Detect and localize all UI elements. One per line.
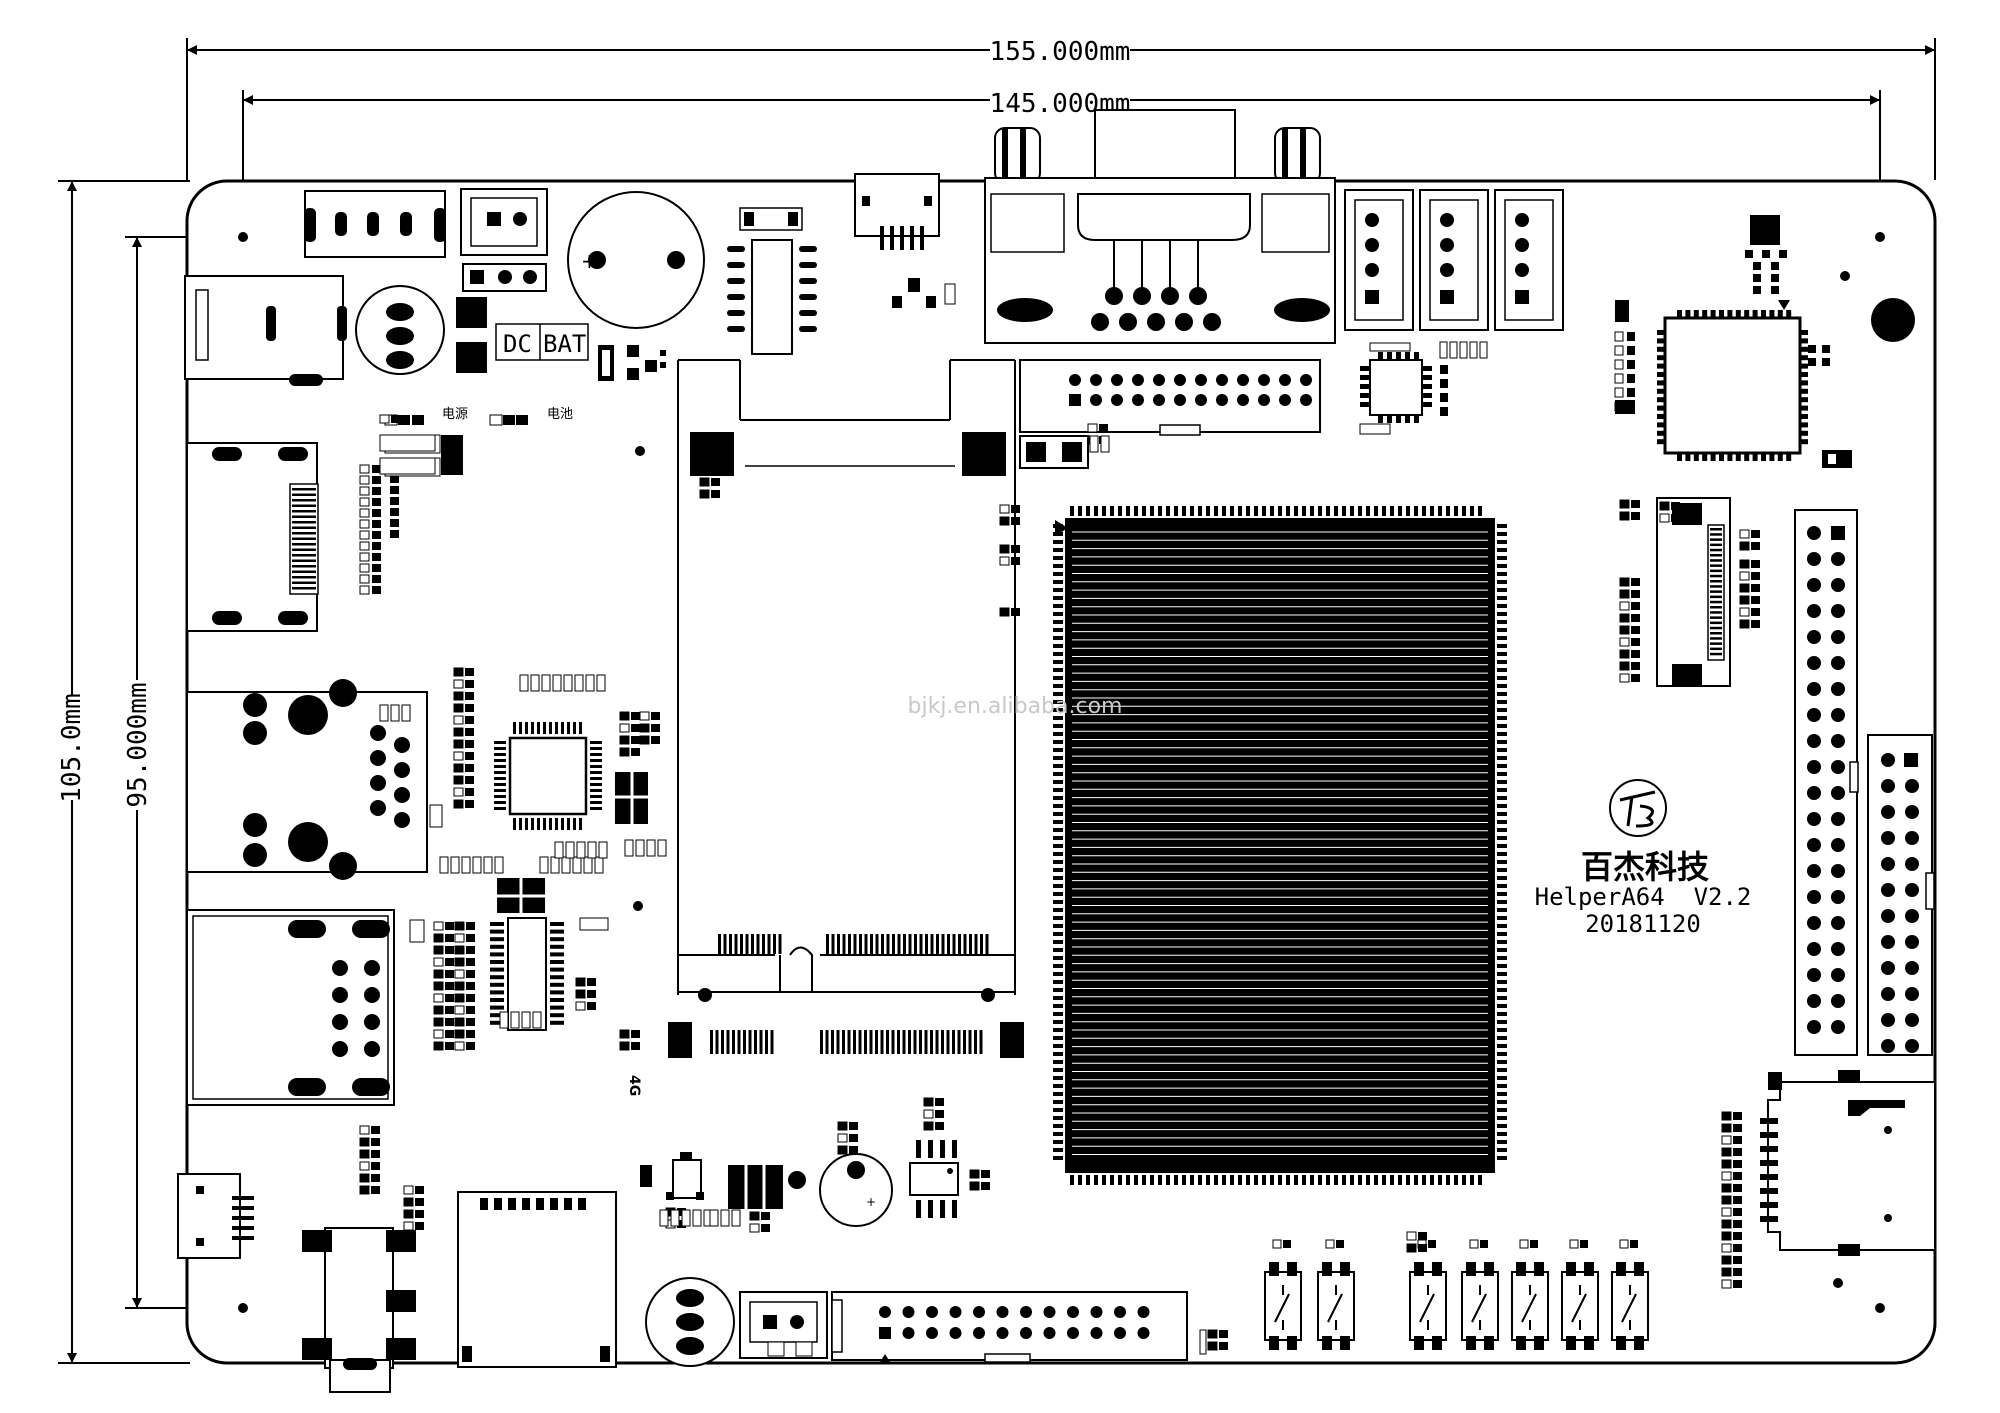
power-switch-round bbox=[355, 285, 445, 375]
micro-usb-bottom bbox=[177, 1173, 254, 1259]
header-4pin bbox=[304, 190, 446, 258]
electrolytic-cap: + bbox=[819, 1153, 893, 1227]
jst-connectors-4pin bbox=[1344, 189, 1564, 331]
idc-header-2x12-bottom bbox=[831, 1291, 1188, 1363]
company-logo bbox=[1609, 779, 1667, 837]
bottom-regulator bbox=[640, 1152, 806, 1209]
board-model: HelperA64 V2.2 bbox=[1535, 883, 1752, 911]
usb-dual-connector bbox=[186, 909, 395, 1106]
coin-battery: + bbox=[567, 191, 705, 329]
top-right-smd bbox=[1745, 215, 1787, 294]
regulator-block bbox=[615, 772, 648, 824]
main-soc-chip bbox=[1053, 506, 1507, 1185]
usb-hub-ic bbox=[490, 878, 564, 1031]
gpio-header-2x20 bbox=[1794, 509, 1859, 1056]
hdmi-connector bbox=[186, 442, 319, 632]
sodimm-module-slot bbox=[668, 359, 1024, 1058]
header-3pin bbox=[462, 263, 547, 292]
watermark: bjkj.en.alibaba.com bbox=[908, 694, 1123, 719]
jst-connector-bottom bbox=[739, 1291, 828, 1359]
power-switch-round-bottom bbox=[645, 1277, 735, 1367]
dc-bat-selector: DC BAT bbox=[456, 297, 589, 373]
qfn-left-passives bbox=[1614, 331, 1635, 414]
bottom-soic bbox=[909, 1140, 959, 1218]
push-buttons bbox=[1264, 1239, 1649, 1350]
diode-block bbox=[598, 345, 666, 381]
sd-card-slot bbox=[457, 1191, 617, 1368]
idc-header-2x12-top bbox=[1019, 359, 1321, 436]
company-name: 百杰科技 bbox=[1581, 848, 1709, 886]
antenna-4g-label: 4G bbox=[626, 1075, 642, 1096]
crystal-block bbox=[1019, 435, 1089, 469]
ic-soic-top bbox=[727, 207, 817, 355]
dimension-lines bbox=[58, 38, 1936, 1364]
audio-jack bbox=[302, 1227, 416, 1393]
dc-label: DC bbox=[503, 330, 532, 358]
qfn-side-passives bbox=[1615, 300, 1852, 468]
rj45-ethernet bbox=[186, 679, 428, 880]
bat-label: BAT bbox=[543, 330, 586, 358]
jst-connector-2pin bbox=[460, 188, 548, 256]
ethernet-phy-qfp bbox=[494, 722, 602, 830]
dc-jack bbox=[184, 275, 347, 386]
db9-serial-connector bbox=[984, 109, 1336, 344]
micro-usb-top bbox=[854, 173, 940, 250]
svg-text:+: + bbox=[866, 1195, 876, 1209]
battery-label: 电池 bbox=[547, 407, 573, 422]
smd-passives bbox=[359, 414, 1760, 1355]
small-transistor-top bbox=[892, 278, 956, 308]
outer-height-label: 105.0mm bbox=[57, 693, 87, 803]
micro-sd-slot-right bbox=[1760, 1070, 1936, 1256]
gpio-header-2x12 bbox=[1867, 734, 1935, 1056]
board-date: 20181120 bbox=[1585, 910, 1701, 938]
outer-width-label: 155.000mm bbox=[990, 37, 1131, 67]
ic-small-right-of-idc bbox=[1359, 341, 1488, 435]
mounting-holes bbox=[238, 232, 1915, 1313]
qfn-chip bbox=[1657, 300, 1808, 461]
fpc-connector bbox=[1656, 497, 1731, 687]
inner-height-label: 95.000mm bbox=[123, 682, 153, 807]
power-label: 电源 bbox=[442, 407, 468, 422]
